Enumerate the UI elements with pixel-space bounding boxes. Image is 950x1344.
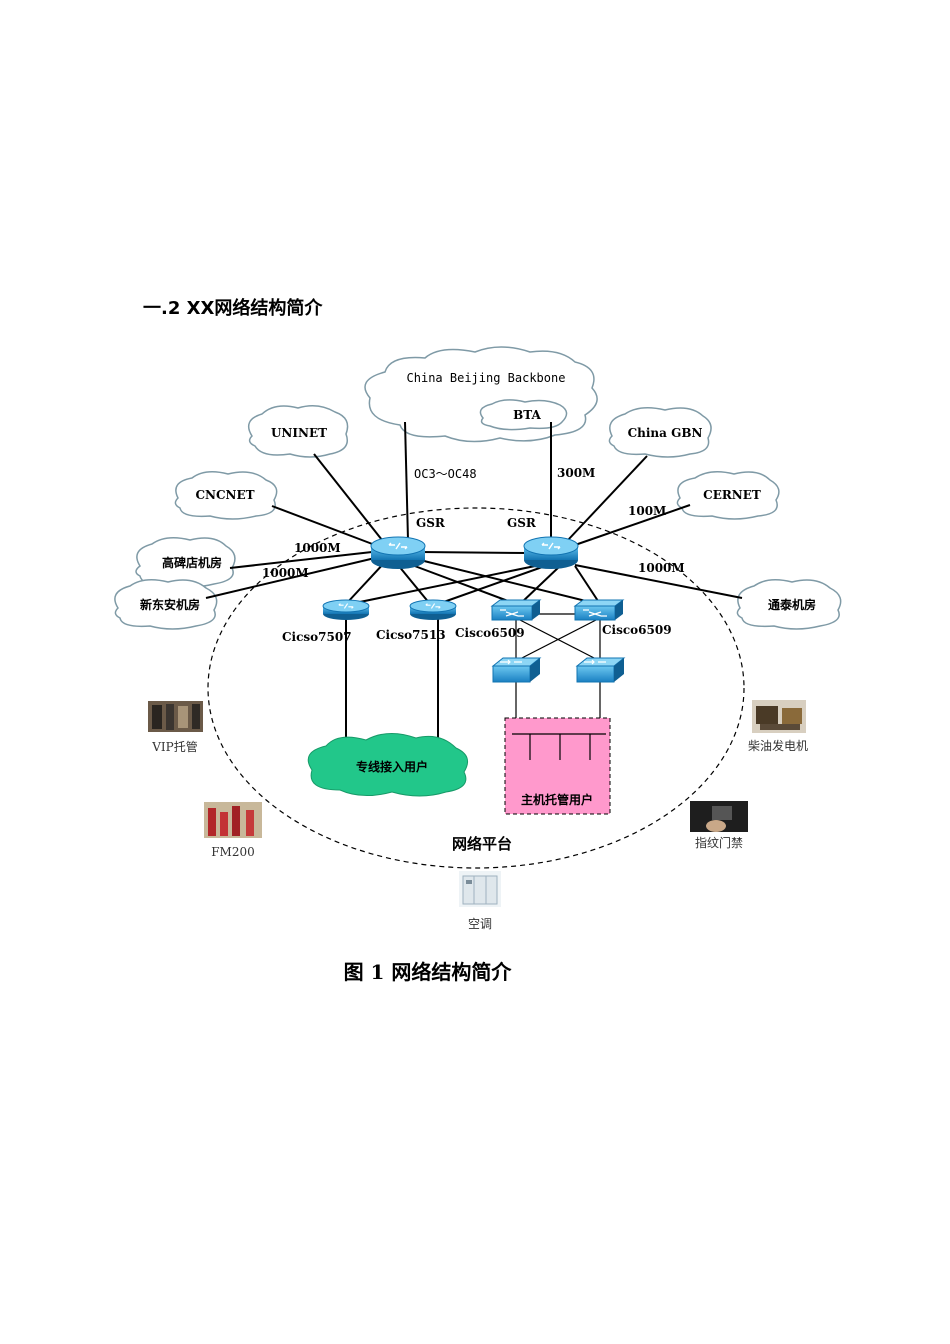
1000m-label-b: 1000M <box>262 566 309 580</box>
cisco6509-b-switch <box>573 599 625 621</box>
cernet-cloud: CERNET <box>676 471 780 520</box>
vip-hosting-label: VIP托管 <box>151 739 197 754</box>
cisco6509-a-label: Cisco6509 <box>455 626 525 640</box>
figure-caption: 图 1 网络结构简介 <box>343 960 512 984</box>
fingerprint-access-label: 指纹门禁 <box>695 835 743 850</box>
cisco7507-label: Cicso7507 <box>282 630 352 644</box>
1000m-label-a: 1000M <box>294 541 341 555</box>
tongtai-label: 通泰机房 <box>768 597 816 612</box>
cisco7513-router <box>409 599 457 620</box>
100m-label: 100M <box>628 504 666 518</box>
leased-users-label: 专线接入用户 <box>356 759 428 774</box>
1000m-label-c: 1000M <box>638 561 685 575</box>
gsr-left-router <box>370 536 426 569</box>
fm200-label: FM200 <box>211 845 255 859</box>
gaobeidian-label: 高碑店机房 <box>162 555 222 570</box>
platform-label: 网络平台 <box>452 835 512 853</box>
cisco7513-label: Cicso7513 <box>376 628 446 642</box>
hosting-users-box: 主机托管用户 <box>504 717 611 815</box>
access-switch-a <box>491 657 542 683</box>
hosting-users-label: 主机托管用户 <box>521 792 593 807</box>
leased-users-cloud: 专线接入用户 <box>307 733 469 797</box>
chinagbn-cloud: China GBN <box>608 407 712 458</box>
fm200-photo: FM200 <box>204 802 262 859</box>
300m-label: 300M <box>557 466 595 480</box>
bta-cloud: BTA <box>479 399 568 431</box>
air-conditioning-photo: 空调 <box>459 871 501 931</box>
xindongan-cloud: 新东安机房 <box>114 579 218 630</box>
vip-hosting-photo: VIP托管 <box>148 701 203 754</box>
chinagbn-label: China GBN <box>628 426 703 440</box>
fingerprint-access-photo: 指纹门禁 <box>690 801 748 850</box>
cisco7507-router <box>322 599 370 620</box>
air-conditioning-label: 空调 <box>468 917 492 931</box>
cisco6509-b-label: Cisco6509 <box>602 623 672 637</box>
cernet-label: CERNET <box>703 488 761 502</box>
platform-boundary <box>207 507 745 869</box>
uninet-cloud: UNINET <box>247 405 349 458</box>
cncnet-label: CNCNET <box>195 488 254 502</box>
diesel-generator-label: 柴油发电机 <box>748 738 808 753</box>
section-heading: 一.2 XX网络结构简介 <box>143 298 323 319</box>
backbone-label: China Beijing Backbone <box>407 371 566 385</box>
xindongan-label: 新东安机房 <box>140 597 200 612</box>
cisco6509-a-switch <box>490 599 542 621</box>
access-switch-b <box>575 657 626 683</box>
tongtai-cloud: 通泰机房 <box>736 579 842 630</box>
cncnet-cloud: CNCNET <box>174 471 278 520</box>
gsr-right-label: GSR <box>507 516 537 530</box>
bta-label: BTA <box>513 408 541 422</box>
gsr-right-router <box>523 536 579 569</box>
oc-label: OC3～OC48 <box>414 467 477 481</box>
gsr-left-label: GSR <box>416 516 446 530</box>
uninet-label: UNINET <box>271 426 327 440</box>
diesel-generator-photo: 柴油发电机 <box>748 700 808 753</box>
backbone-cloud: China Beijing Backbone <box>364 346 598 443</box>
